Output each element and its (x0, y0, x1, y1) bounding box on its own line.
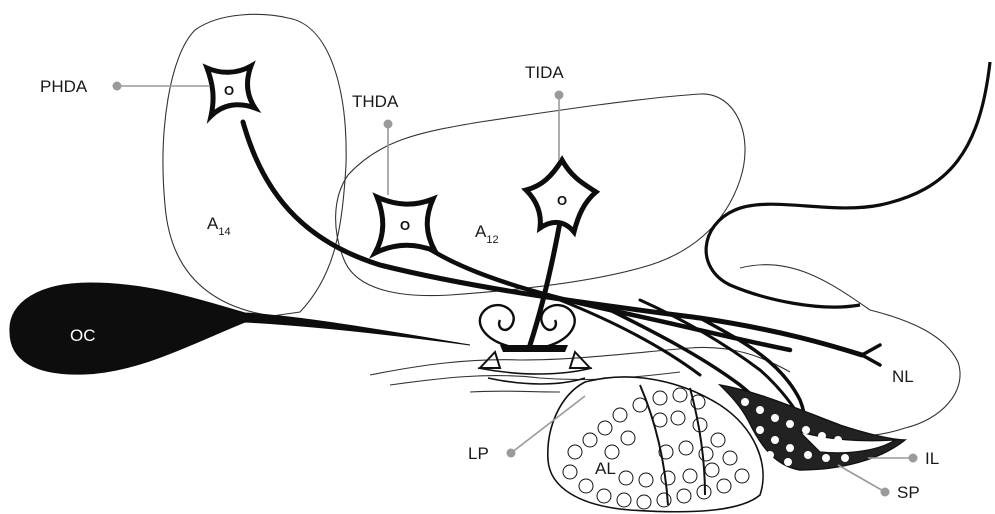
nl-terminal (862, 345, 880, 365)
sp-leader (838, 465, 890, 497)
thda-label: THDA (352, 92, 399, 111)
thda-leader (384, 120, 393, 196)
median-eminence-loop (541, 305, 574, 346)
sp-label: SP (897, 483, 920, 502)
pituitary-lobes (548, 377, 905, 512)
lp-label: LP (468, 444, 489, 463)
phda-axon (243, 122, 862, 355)
median-eminence-loop (480, 305, 514, 346)
thda-axon (428, 248, 790, 350)
tida-label: TIDA (525, 63, 564, 82)
phda-soma-label: O (224, 83, 234, 98)
stalk-line (470, 391, 560, 392)
a12-label: A12 (475, 222, 499, 246)
thda-soma: O (375, 197, 435, 253)
a14-label: A14 (207, 214, 231, 238)
thda-soma-label: O (400, 218, 410, 233)
phda-label: PHDA (40, 77, 88, 96)
a14-region-outline (163, 14, 346, 316)
phda-soma: O (207, 66, 255, 116)
tida-leader (555, 91, 564, 161)
median-eminence-base (500, 345, 568, 352)
il-label: IL (925, 449, 939, 468)
nl-label: NL (892, 367, 914, 386)
hypothalamus-curve (706, 62, 990, 307)
tida-soma: O (526, 160, 596, 232)
al-label: AL (595, 459, 616, 478)
tida-soma-label: O (557, 193, 567, 208)
oc-label: OC (70, 326, 96, 345)
phda-leader (113, 82, 211, 91)
